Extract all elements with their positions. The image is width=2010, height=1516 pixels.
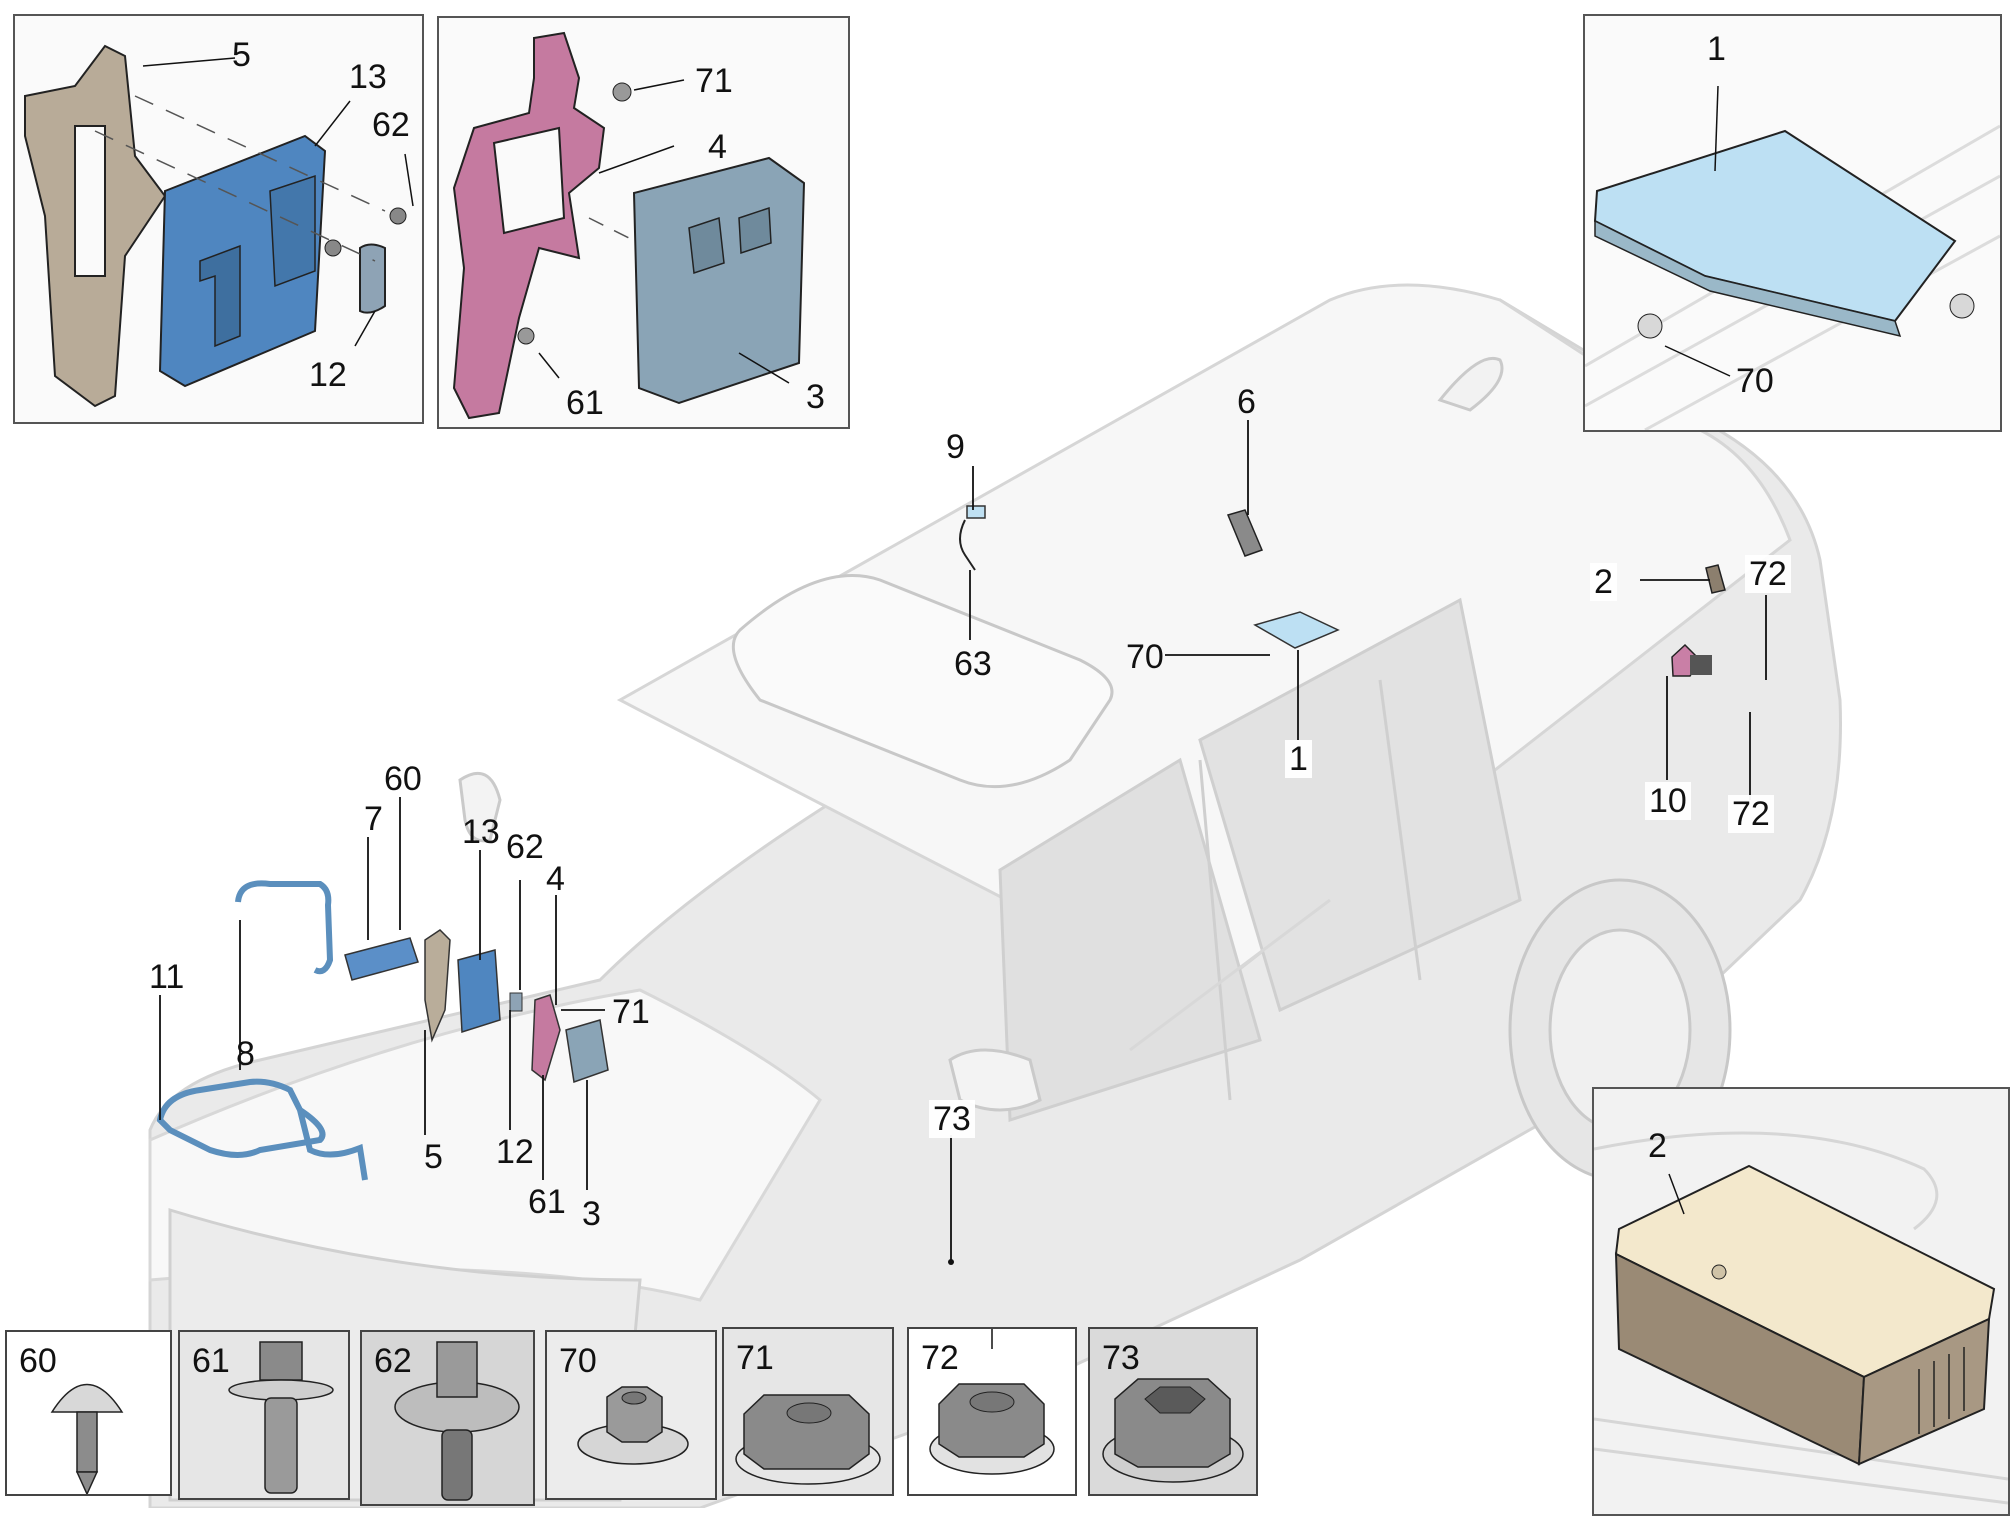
panel-roof-callout-1[interactable]: 1	[1707, 30, 1726, 68]
part-13-module[interactable]	[457, 949, 501, 1034]
callout-1[interactable]: 1	[1285, 740, 1312, 778]
detail-panel-roof-module: 1 70	[1583, 14, 2002, 432]
fastener-panel-73[interactable]: 73	[1088, 1327, 1258, 1496]
part-11-harness[interactable]	[156, 1078, 368, 1181]
fastener-number-61: 61	[192, 1342, 230, 1380]
callout-3[interactable]: 3	[582, 1195, 601, 1233]
flange-nut-icon	[1102, 1378, 1244, 1483]
detail-panel-left-drawing	[24, 44, 414, 408]
callout-72-upper[interactable]: 72	[1745, 555, 1791, 593]
hex-bolt-washer-icon	[228, 1341, 334, 1494]
fastener-panel-60[interactable]: 60	[5, 1330, 172, 1496]
callout-63[interactable]: 63	[954, 645, 992, 683]
fastener-number-72: 72	[921, 1339, 959, 1377]
callout-13[interactable]: 13	[462, 813, 500, 851]
callout-60[interactable]: 60	[384, 760, 422, 798]
callout-70[interactable]: 70	[1126, 638, 1164, 676]
callout-72-lower[interactable]: 72	[1728, 795, 1774, 833]
panel-right-callout-71[interactable]: 71	[695, 62, 733, 100]
detail-panel-bracket-module-left: 5 13 62 12	[13, 14, 424, 424]
panel-left-callout-13[interactable]: 13	[349, 58, 387, 96]
callout-2[interactable]: 2	[1590, 563, 1617, 601]
part-1-module-small[interactable]	[1253, 611, 1340, 649]
fastener-number-71: 71	[736, 1339, 774, 1377]
detail-panel-box-module: 2	[1592, 1087, 2010, 1516]
flange-nut-icon	[577, 1386, 689, 1465]
panel-right-callout-4[interactable]: 4	[708, 128, 727, 166]
part-12-cap[interactable]	[509, 992, 523, 1012]
callout-73[interactable]: 73	[929, 1100, 975, 1138]
callout-8[interactable]: 8	[236, 1035, 255, 1073]
detail-panel-bracket-module-right: 71 4 61 3	[437, 16, 850, 429]
part-6-module[interactable]	[1226, 509, 1264, 557]
detail-panel-box-drawing	[1594, 1131, 2008, 1505]
callout-12[interactable]: 12	[496, 1133, 534, 1171]
callout-4[interactable]: 4	[546, 860, 565, 898]
callout-61[interactable]: 61	[528, 1183, 566, 1221]
callout-6[interactable]: 6	[1237, 383, 1256, 421]
flange-nut-icon	[929, 1329, 1055, 1475]
panel-right-callout-3[interactable]: 3	[806, 378, 825, 416]
part-7-antenna-bar[interactable]	[344, 937, 419, 981]
fastener-panel-71[interactable]: 71	[722, 1327, 894, 1496]
panel-roof-callout-70[interactable]: 70	[1736, 362, 1774, 400]
part-9-antenna[interactable]	[959, 505, 986, 571]
callout-71[interactable]: 71	[612, 993, 650, 1031]
callout-5[interactable]: 5	[424, 1138, 443, 1176]
part-8-harness[interactable]	[235, 880, 334, 975]
fastener-panel-61[interactable]: 61	[178, 1330, 350, 1500]
callout-7[interactable]: 7	[364, 800, 383, 838]
callout-10[interactable]: 10	[1645, 782, 1691, 820]
fastener-number-73: 73	[1102, 1339, 1140, 1377]
fastener-panel-72[interactable]: 72	[907, 1327, 1077, 1496]
callout-9[interactable]: 9	[946, 428, 965, 466]
fastener-panel-62[interactable]: 62	[360, 1330, 535, 1506]
part-3-module[interactable]	[565, 1019, 609, 1084]
fastener-number-62: 62	[374, 1342, 412, 1380]
hex-bolt-washer-icon	[394, 1341, 520, 1501]
part-5-bracket[interactable]	[424, 929, 451, 1043]
part-4-bracket[interactable]	[531, 994, 561, 1082]
pan-head-screw-icon	[50, 1383, 124, 1494]
fastener-number-60: 60	[19, 1342, 57, 1380]
fastener-panel-70[interactable]: 70	[545, 1330, 717, 1500]
panel-left-callout-12[interactable]: 12	[309, 356, 347, 394]
detail-panel-roof-drawing	[1585, 85, 2000, 430]
flange-nut-icon	[735, 1394, 881, 1485]
panel-left-callout-5[interactable]: 5	[232, 36, 251, 74]
callout-62[interactable]: 62	[506, 828, 544, 866]
panel-left-callout-62[interactable]: 62	[372, 106, 410, 144]
panel-right-callout-61[interactable]: 61	[566, 384, 604, 422]
fastener-number-70: 70	[559, 1342, 597, 1380]
part-2-box-small[interactable]	[1705, 564, 1726, 594]
callout-11[interactable]: 11	[149, 958, 185, 996]
panel-box-callout-2[interactable]: 2	[1648, 1127, 1667, 1165]
detail-panel-right-drawing	[452, 31, 806, 420]
part-10-camera[interactable]	[1671, 643, 1712, 677]
